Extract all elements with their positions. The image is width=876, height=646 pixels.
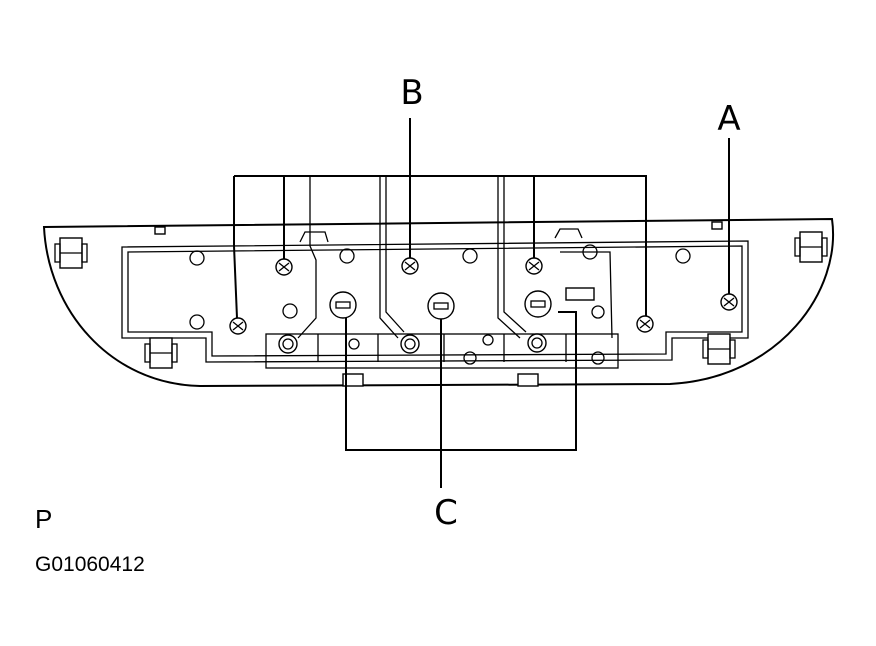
housing-outline <box>42 217 835 388</box>
locating-holes <box>189 244 691 365</box>
housing-tab <box>299 231 329 243</box>
connector-tab <box>517 373 539 387</box>
knob-shaft <box>427 292 455 320</box>
callout-b: B <box>400 73 423 113</box>
control-module-right <box>497 176 521 339</box>
mounting-clip <box>144 337 178 369</box>
figure-id: G01060412 <box>35 553 145 576</box>
control-module-middle <box>379 176 399 339</box>
view-code: P <box>35 504 52 534</box>
screw <box>229 317 247 335</box>
connector-tab <box>342 373 364 387</box>
mounting-clip <box>54 237 88 269</box>
housing-tab <box>154 226 166 235</box>
control-module-middle <box>385 176 405 333</box>
housing-tab <box>554 228 583 239</box>
screw <box>636 315 654 333</box>
housing-tab <box>711 221 723 230</box>
connector-slot <box>565 287 595 301</box>
screw <box>527 333 547 353</box>
control-module-right <box>503 176 527 333</box>
screw <box>720 293 738 311</box>
mounting-clip <box>702 333 736 365</box>
bottom-bracket <box>345 311 577 451</box>
leader-line-b <box>233 245 238 319</box>
screw <box>401 257 419 275</box>
screw <box>525 257 543 275</box>
control-module-left <box>297 176 317 339</box>
screw <box>275 258 293 276</box>
callout-a: A <box>717 99 740 139</box>
inner-panel-edge <box>127 245 743 357</box>
mounting-clip <box>794 231 828 263</box>
knob-shaft <box>524 290 552 318</box>
knob-shaft <box>329 291 357 319</box>
screw <box>400 334 420 354</box>
module-frame <box>234 175 647 232</box>
control-module-right <box>560 251 613 339</box>
callout-c: C <box>434 493 458 533</box>
screw <box>278 334 298 354</box>
